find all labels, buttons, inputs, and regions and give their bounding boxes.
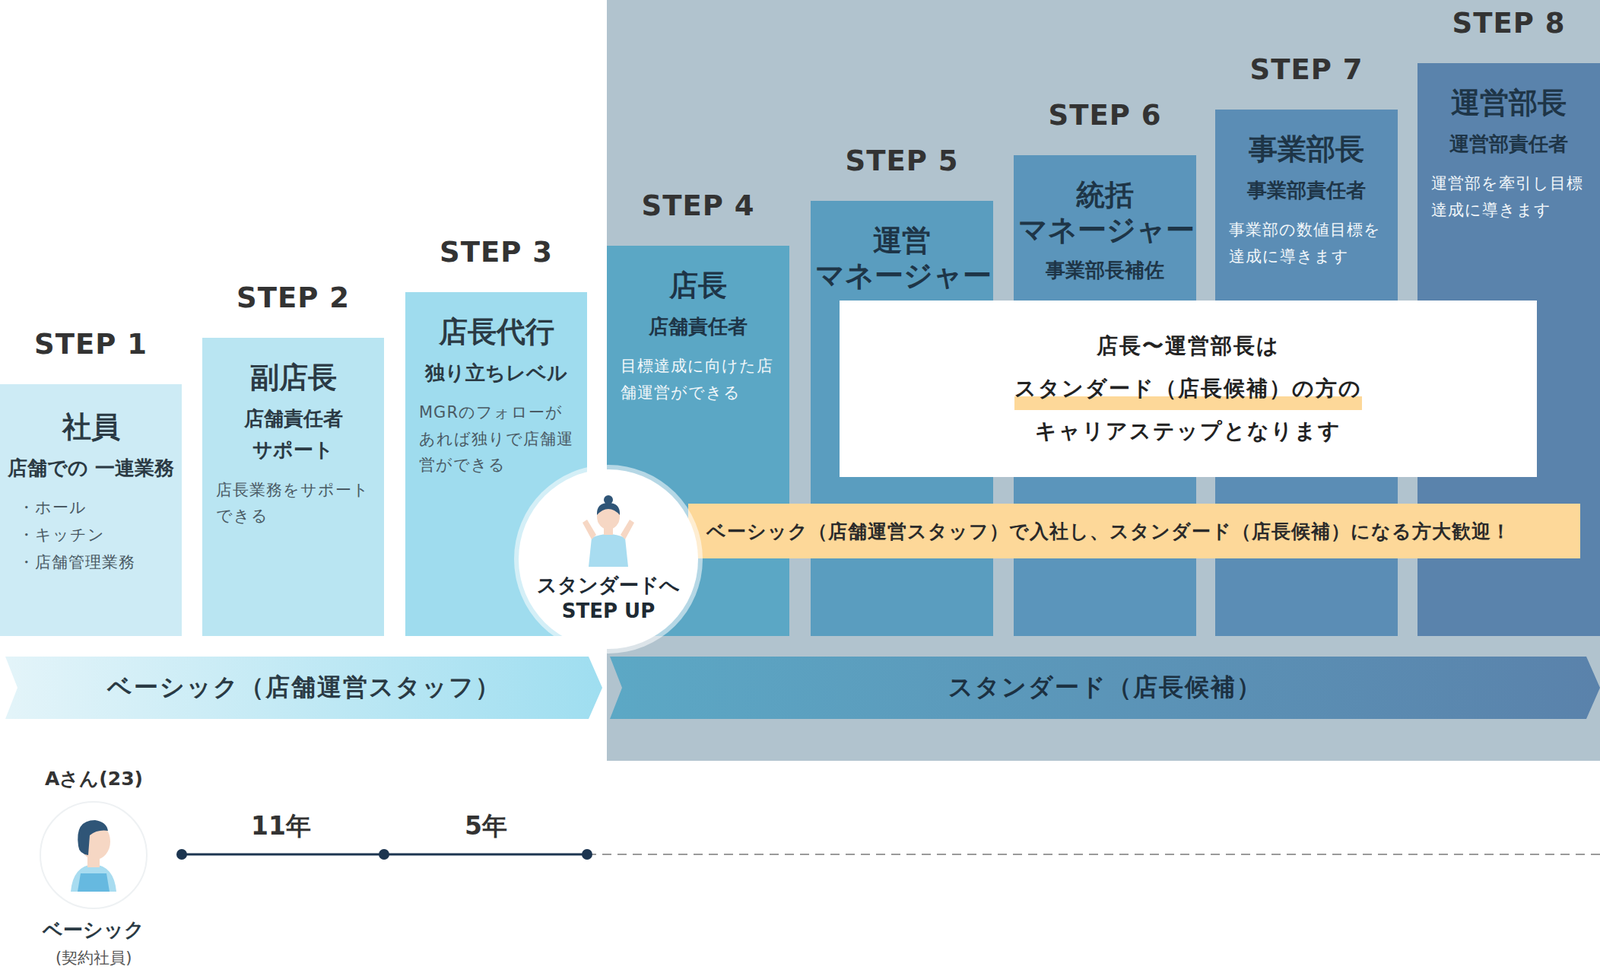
note-line: スタンダード（店長候補）の方の bbox=[1014, 367, 1362, 410]
step-title: 統括 マネージャー bbox=[1013, 177, 1197, 248]
step-bullet: ・店舗管理業務 bbox=[0, 549, 182, 577]
step-up-text: スタンダードへ STEP UP bbox=[535, 572, 682, 625]
step-title: 運営部長 bbox=[1417, 85, 1600, 121]
step-role: 運営部責任者 bbox=[1417, 128, 1600, 161]
note-line: 店長〜運営部長は bbox=[1096, 324, 1280, 368]
step-label: STEP 1 bbox=[0, 327, 182, 361]
note-line: キャリアステップとなります bbox=[1034, 409, 1342, 453]
step-bullet: ・キッチン bbox=[0, 521, 182, 550]
step-role: 事業部長補佐 bbox=[1013, 254, 1197, 287]
step-title: 店長代行 bbox=[405, 314, 588, 350]
step-title: 副店長 bbox=[202, 360, 385, 396]
step-role: 独り立ちレベル bbox=[405, 357, 588, 390]
band-label: ベーシック（店舗運営スタッフ） bbox=[107, 670, 502, 705]
category-band: スタンダード（店長候補） bbox=[609, 656, 1600, 719]
person-icon bbox=[577, 492, 639, 569]
step-title: 社員 bbox=[0, 409, 182, 445]
step-up-circle: スタンダードへ STEP UP bbox=[518, 469, 699, 649]
step-label: STEP 7 bbox=[1215, 53, 1398, 86]
step-description: MGRのフォローがあれば独りで店舗運営ができる bbox=[405, 399, 588, 479]
timeline-label: 5年 bbox=[464, 809, 508, 844]
step-description: 店長業務をサポートできる bbox=[202, 476, 385, 530]
step-title: 店長 bbox=[606, 268, 790, 304]
step-column: STEP 1社員店舗での 一連業務・ホール・キッチン・店舗管理業務 bbox=[0, 384, 182, 636]
step-title: 運営 マネージャー bbox=[810, 223, 994, 293]
banner-text: ベーシック（店舗運営スタッフ）で入社し、スタンダード（店長候補）になる方大歓迎！ bbox=[706, 518, 1512, 544]
step-bullet: ・ホール bbox=[0, 494, 182, 522]
timeline-label: (契約社員) bbox=[55, 946, 132, 969]
step-column: STEP 2副店長店舗責任者 サポート店長業務をサポートできる bbox=[202, 337, 385, 636]
step-description: 事業部の数値目標を達成に導きます bbox=[1215, 216, 1398, 270]
welcome-banner: ベーシック（店舗運営スタッフ）で入社し、スタンダード（店長候補）になる方大歓迎！ bbox=[688, 503, 1581, 559]
step-label: STEP 3 bbox=[405, 235, 588, 269]
step-label: STEP 5 bbox=[810, 144, 994, 178]
step-label: STEP 8 bbox=[1417, 6, 1600, 40]
avatar bbox=[40, 801, 147, 908]
step-role: 店舗責任者 サポート bbox=[202, 403, 385, 467]
step-description: 運営部を牽引し目標達成に導きます bbox=[1417, 170, 1600, 223]
step-role: 店舗での 一連業務 bbox=[0, 452, 182, 485]
timeline-label: Aさん(23) bbox=[44, 765, 143, 791]
step-description: 目標達成に向けた店舗運営ができる bbox=[606, 352, 790, 406]
timeline-label: 11年 bbox=[250, 809, 312, 844]
step-label: STEP 6 bbox=[1013, 98, 1197, 132]
step-title: 事業部長 bbox=[1215, 132, 1398, 168]
step-role: 店舗責任者 bbox=[606, 311, 790, 343]
step-role: 事業部責任者 bbox=[1215, 174, 1398, 207]
category-band: ベーシック（店舗運営スタッフ） bbox=[5, 656, 603, 719]
band-label: スタンダード（店長候補） bbox=[948, 670, 1263, 705]
step-label: STEP 2 bbox=[202, 281, 385, 315]
note-box: 店長〜運営部長はスタンダード（店長候補）の方のキャリアステップとなります bbox=[839, 300, 1537, 477]
step-label: STEP 4 bbox=[606, 189, 790, 223]
timeline-label: ベーシック bbox=[42, 916, 145, 943]
